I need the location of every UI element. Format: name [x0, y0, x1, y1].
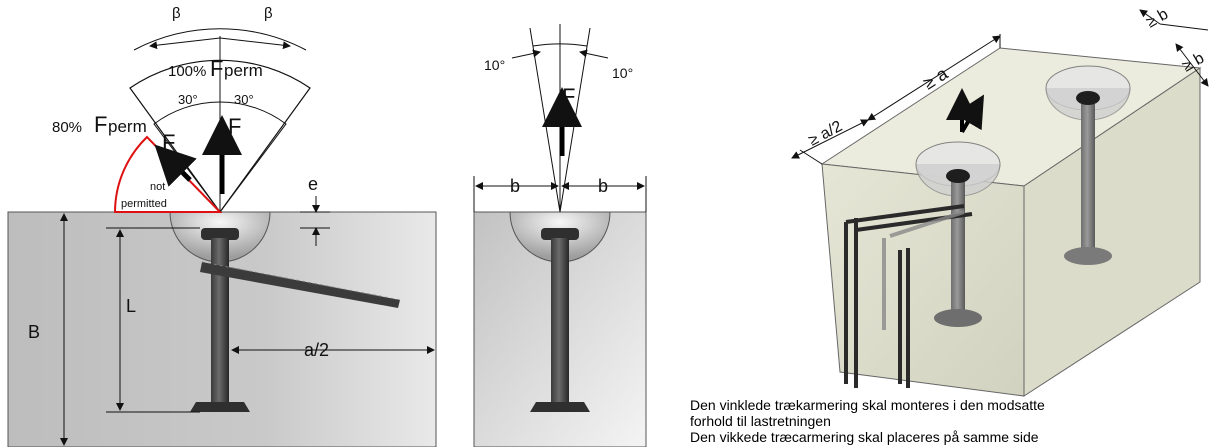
caption-line-2: forhold til lastretningen: [690, 413, 831, 429]
load-80-symbol: F: [94, 112, 107, 137]
anchor-head-middle: [541, 228, 579, 240]
anchor-foot-middle: [530, 402, 590, 412]
dim-b-left-label: b: [510, 176, 520, 196]
dim-a-half-iso-label: ≥ a/2: [806, 118, 845, 150]
anchor-shaft-left: [211, 238, 229, 404]
load-100-pct: 100%: [168, 63, 206, 80]
anchor-shaft-middle: [551, 238, 569, 404]
caption-line-1: Den vinklede trækarmering skal monteres …: [690, 397, 1045, 413]
angle-10-left: 10°: [484, 57, 505, 73]
angle-10-right: 10°: [612, 65, 633, 81]
anchor-shaft-front: [951, 182, 965, 316]
caption: Den vinklede trækarmering skal monteres …: [690, 397, 1224, 445]
force-inclined-label: F: [162, 130, 175, 155]
force-label-middle: F: [562, 84, 575, 109]
anchor-shaft-back: [1081, 104, 1095, 254]
load-80-subscript: perm: [108, 117, 147, 136]
angle-30-right: 30°: [234, 92, 254, 107]
anchor-head-left: [201, 228, 239, 240]
load-80-pct: 80%: [52, 119, 82, 136]
dim-b-top-label: ≥ b: [1144, 6, 1172, 32]
dim-L-label: L: [126, 296, 136, 316]
right-view: ≥ b ≥ b ≥ a ≥ a/2: [791, 6, 1209, 397]
dim-e-label: e: [308, 174, 318, 194]
force-vertical-label: F: [228, 114, 241, 139]
not-permitted-label-2: permitted: [121, 198, 167, 210]
block-side-face: [1023, 67, 1201, 397]
stirrup-rebar: [844, 204, 973, 388]
anchor-foot-left: [190, 402, 250, 412]
dim-a-half-label: a/2: [304, 340, 329, 360]
load-100-subscript: perm: [224, 61, 263, 80]
middle-view: 10° 10° F b b: [473, 24, 647, 447]
block-front-face: [821, 163, 1025, 397]
load-100-symbol: F: [210, 56, 223, 81]
anchor-head-back: [1076, 91, 1100, 105]
not-permitted-label-1: not: [150, 181, 165, 193]
beta-right-label: β: [264, 5, 273, 22]
dim-B-label: B: [28, 322, 40, 342]
dim-b-right-label: b: [598, 176, 608, 196]
beta-left-label: β: [172, 5, 181, 22]
anchor-head-front: [946, 169, 970, 183]
angle-30-left: 30°: [178, 92, 198, 107]
left-view: β β 100% F perm 30° 30° 80% F perm F F n…: [7, 5, 437, 447]
rebar-left: [200, 262, 400, 308]
caption-line-3: Den vikkede træcarmering skal placeres p…: [690, 429, 1039, 445]
force-inclined-arrow: [154, 144, 197, 187]
